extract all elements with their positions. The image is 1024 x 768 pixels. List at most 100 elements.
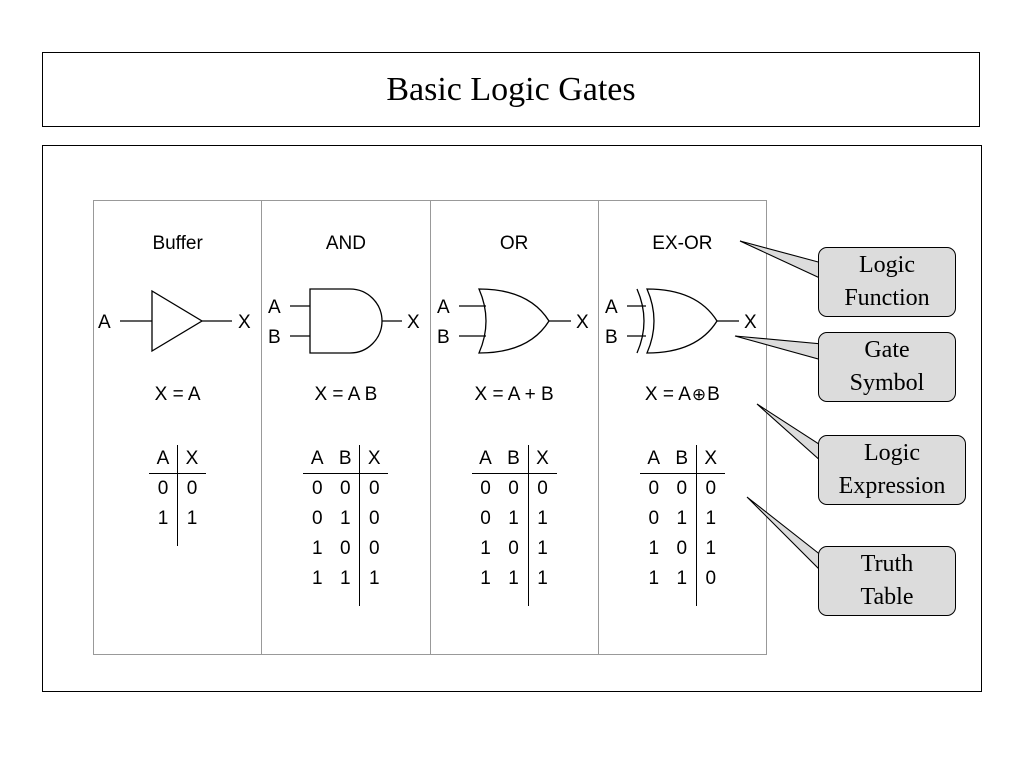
output-label-x: X (744, 312, 757, 333)
table-header: X (695, 445, 725, 474)
table-cell: 1 (157, 508, 169, 529)
table-cell: 1 (177, 504, 206, 534)
table-cell: 1 (339, 508, 351, 529)
table-cell: 1 (480, 538, 491, 559)
table-cell: 0 (695, 564, 725, 594)
table-cell: 1 (359, 564, 389, 594)
table-cell: 0 (648, 508, 660, 529)
table-header: B (499, 445, 528, 474)
input-label-a: A (437, 297, 450, 318)
table-cell: 1 (527, 564, 557, 594)
table-cell: 0 (359, 534, 389, 564)
content-box (42, 145, 982, 692)
table-cell: 0 (339, 538, 351, 559)
gate-name: AND (325, 233, 366, 254)
input-label-b: B (437, 327, 450, 348)
table-cell: 1 (480, 568, 491, 589)
slide-title: Basic Logic Gates (386, 70, 636, 108)
table-header: B (667, 445, 697, 474)
table-cell: 0 (339, 478, 351, 499)
gate-name: Buffer (152, 233, 203, 254)
table-cell: 0 (480, 478, 491, 499)
table-cell: 1 (676, 508, 688, 529)
table-cell: 0 (676, 538, 688, 559)
table-header: A (471, 445, 500, 474)
logic-expression: X = A + B (474, 384, 554, 405)
callout-line: Symbol (849, 370, 925, 396)
title-box: Basic Logic Gates (42, 52, 980, 127)
expression-rhs: B (707, 384, 720, 405)
table-cell: 0 (359, 504, 389, 534)
callout-logic-expression: Logic Expression (818, 435, 966, 505)
table-cell: 1 (508, 568, 519, 589)
callout-line: Expression (838, 473, 946, 499)
callout-line: Gate (864, 337, 910, 363)
and-gate-symbol: A B X (268, 288, 420, 354)
output-label-x: X (576, 312, 589, 333)
table-cell: 1 (695, 504, 725, 534)
output-label-x: X (407, 312, 420, 333)
gate-name: EX-OR (652, 233, 713, 254)
table-cell: 1 (311, 538, 323, 559)
table-cell: 1 (527, 504, 557, 534)
table-header: A (639, 445, 668, 474)
table-header: A (303, 445, 332, 474)
table-cell: 1 (648, 568, 660, 589)
table-header: B (331, 445, 360, 474)
expression-lhs: X = A (644, 384, 691, 405)
or-gate-symbol: A B X (437, 288, 589, 354)
table-cell: 1 (527, 534, 557, 564)
callout-line: Logic (859, 252, 915, 278)
callout-line: Logic (864, 440, 920, 466)
callout-logic-function: Logic Function (818, 247, 956, 317)
table-cell: 0 (508, 538, 519, 559)
callout-line: Table (860, 584, 914, 610)
table-cell: 0 (157, 478, 169, 499)
table-cell: 0 (311, 508, 323, 529)
table-cell: 0 (695, 473, 725, 504)
logic-expression: X = A B (314, 384, 378, 405)
xor-operator-icon: ⊕ (691, 385, 707, 404)
output-label-x: X (238, 312, 251, 333)
table-cell: 0 (311, 478, 323, 499)
callout-line: Truth (860, 551, 914, 577)
table-cell: 0 (508, 478, 519, 499)
input-label-b: B (268, 327, 281, 348)
input-label-a: A (98, 312, 111, 333)
table-header: X (359, 445, 389, 474)
table-cell: 0 (480, 508, 491, 529)
table-cell: 1 (695, 534, 725, 564)
table-cell: 0 (527, 473, 557, 504)
input-label-a: A (605, 297, 618, 318)
callout-truth-table: Truth Table (818, 546, 956, 616)
table-header: X (527, 445, 557, 474)
table-cell: 0 (676, 478, 688, 499)
table-cell: 1 (339, 568, 351, 589)
logic-expression: X = A (154, 384, 201, 405)
gate-name: OR (499, 233, 529, 254)
table-header: A (149, 445, 178, 474)
input-label-b: B (605, 327, 618, 348)
input-label-a: A (268, 297, 281, 318)
table-cell: 0 (359, 473, 389, 504)
buffer-gate-symbol: A X (98, 289, 251, 353)
callout-gate-symbol: Gate Symbol (818, 332, 956, 402)
table-cell: 0 (648, 478, 660, 499)
table-cell: 1 (676, 568, 688, 589)
table-cell: 1 (648, 538, 660, 559)
table-header: X (177, 445, 206, 474)
table-cell: 1 (311, 568, 323, 589)
logic-expression: X = A⊕B (599, 384, 766, 406)
table-cell: 0 (177, 473, 206, 504)
table-cell: 1 (508, 508, 519, 529)
callout-line: Function (844, 285, 930, 311)
